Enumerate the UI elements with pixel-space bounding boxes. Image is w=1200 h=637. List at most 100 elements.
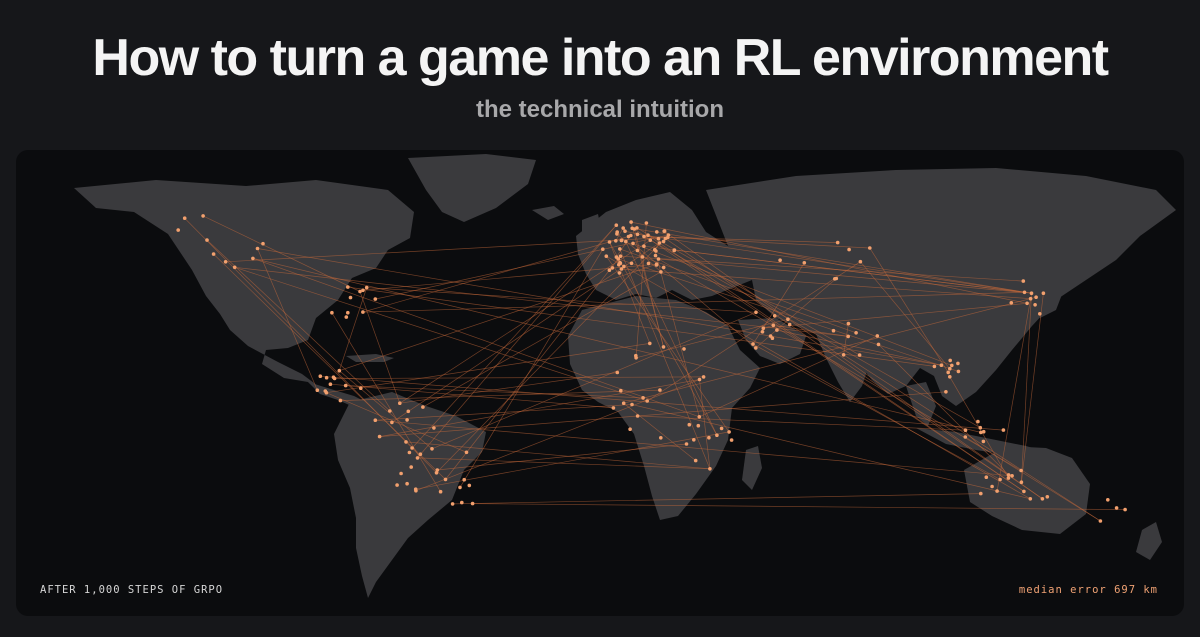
north-america-shape [74,180,414,396]
guess-point [176,228,180,232]
guess-point [406,409,411,414]
guess-point [1114,506,1119,510]
guess-point [182,216,187,220]
guess-point [1028,497,1033,501]
guess-link [252,258,700,418]
guess-point [635,248,640,253]
guess-point [653,253,658,258]
guess-point [434,471,439,475]
guess-point [658,388,662,392]
guess-point [622,264,626,269]
guess-point [1009,301,1014,305]
guess-link [1021,293,1044,483]
guess-point [399,471,403,476]
guess-point [405,418,409,422]
guess-point [772,314,777,318]
guess-point [619,267,624,271]
guess-point [754,310,758,315]
guess-point [727,430,731,434]
guess-point [642,244,646,248]
guess-link [415,431,730,490]
guess-point [619,238,624,243]
guess-link [366,287,757,313]
guess-point [601,247,605,251]
guess-point [1019,480,1024,485]
guess-point [324,390,329,395]
guess-point [410,446,414,450]
guess-point [956,361,960,366]
guess-point [787,322,792,327]
guess-point [331,375,336,379]
guess-link [257,248,942,366]
guess-point [361,288,365,293]
guess-point [614,239,618,243]
guess-point [641,396,645,400]
guess-point [948,375,952,379]
guess-point [1038,312,1042,316]
guess-link [452,493,981,505]
guess-point [646,233,650,237]
guess-link [616,235,632,258]
guess-point [629,220,633,224]
guess-point [346,310,350,315]
guess-link [654,249,700,417]
guess-link [206,239,391,412]
guess-point [648,341,652,346]
guess-point [415,456,420,460]
guess-point [205,238,209,242]
guess-point [693,458,698,463]
guess-link [411,224,617,449]
guess-point [1098,519,1103,523]
guess-point [1021,279,1026,283]
median-error-readout: median error 697 km [1018,584,1158,596]
guess-point [642,234,646,239]
guess-point [948,358,952,363]
guess-point [868,246,872,250]
guess-point [659,270,663,274]
guess-point [1106,498,1110,502]
guess-point [661,345,666,349]
guess-point [875,334,880,338]
guess-link [878,344,1009,476]
guess-link [869,247,949,373]
guess-point [614,223,619,227]
guess-link [615,227,624,241]
guess-point [604,254,609,258]
guess-point [346,285,350,289]
guess-link [776,329,942,366]
guess-point [1040,497,1045,501]
guess-point [876,342,881,347]
guess-point [946,370,950,375]
guess-point [388,409,392,413]
guess-point [659,436,663,440]
guess-point [661,239,666,244]
guess-point [775,328,779,332]
guess-link [399,372,618,404]
guess-point [932,364,937,369]
guess-link [436,238,666,474]
guess-link [630,222,664,347]
guess-link [665,238,790,325]
guess-point [432,426,436,430]
guess-link [623,296,1037,404]
guess-link [609,241,651,344]
guess-point [697,377,702,382]
guess-point [656,236,661,241]
guess-point [697,415,702,419]
guess-point [1025,301,1029,306]
guess-point [640,255,645,259]
guess-link [763,302,1028,329]
world-map-panel: AFTER 1,000 STEPS OF GRPO median error 6… [16,150,1184,616]
guess-point [619,388,623,393]
guess-link [637,250,662,273]
guess-point [364,285,369,290]
guess-link [362,263,657,291]
guess-links [184,215,1126,522]
africa-shape [568,296,760,520]
guess-link [619,248,857,334]
guess-point [682,347,686,351]
guess-point [1022,290,1027,295]
guess-point [255,246,260,251]
guess-point [328,382,333,386]
guess-link [667,237,870,249]
